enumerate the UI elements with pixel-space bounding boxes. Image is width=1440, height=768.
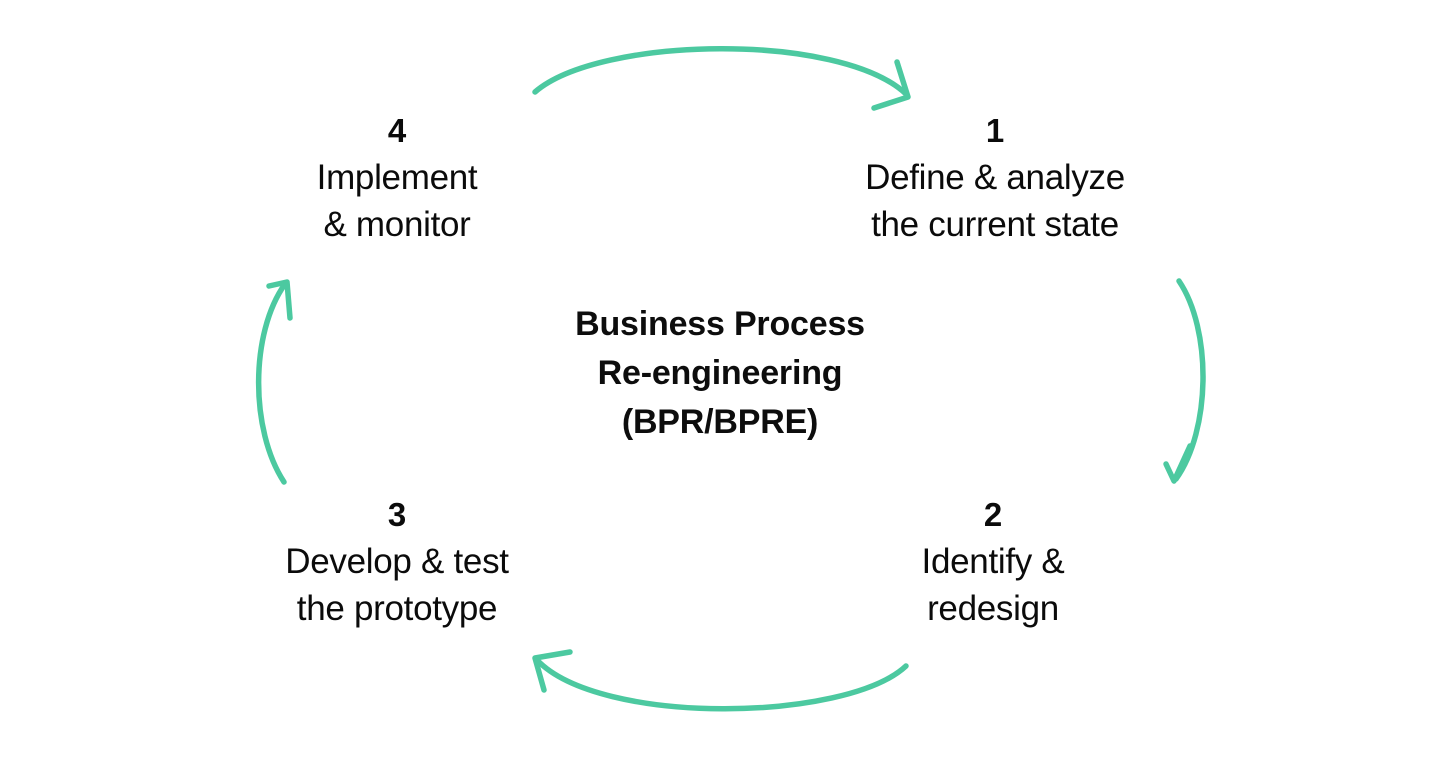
step-4-number: 4 (387, 112, 407, 149)
center-title-line-1: Business Process (575, 305, 865, 343)
arrow-right-head (1163, 443, 1193, 484)
arrow-bottom-head (532, 649, 573, 693)
step-3-label-line-1: Develop & test (285, 542, 509, 581)
arrow-left-curve (255, 281, 288, 485)
step-1-define-and-analyze: 1 Define & analyze the current state (795, 108, 1195, 248)
step-4-implement-and-monitor: 4 Implement & monitor (247, 108, 547, 248)
step-2-identify-and-redesign: 2 Identify & redesign (843, 492, 1143, 632)
step-1-label-line-1: Define & analyze (865, 158, 1125, 197)
arrow-right-curve (1173, 278, 1206, 482)
step-3-label-line-2: the prototype (296, 589, 498, 628)
diagram-center-title: Business Process Re-engineering (BPR/BPR… (520, 300, 920, 447)
arrow-top-curve (532, 46, 909, 97)
center-title-line-3: (BPR/BPRE) (621, 403, 819, 441)
step-2-label-line-2: redesign (927, 589, 1059, 628)
step-3-number: 3 (387, 496, 407, 533)
step-2-number: 2 (983, 496, 1003, 533)
arrow-bottom-curve (534, 657, 909, 712)
step-3-develop-and-test: 3 Develop & test the prototype (247, 492, 547, 632)
step-4-label-line-2: & monitor (323, 205, 471, 244)
step-1-label-line-2: the current state (871, 205, 1119, 244)
step-4-label-line-1: Implement (316, 158, 478, 197)
arrow-top-head (871, 59, 911, 111)
step-2-label-line-1: Identify & (921, 542, 1065, 581)
arrow-left-head (266, 279, 293, 321)
step-1-number: 1 (985, 112, 1005, 149)
center-title-line-2: Re-engineering (597, 354, 843, 392)
